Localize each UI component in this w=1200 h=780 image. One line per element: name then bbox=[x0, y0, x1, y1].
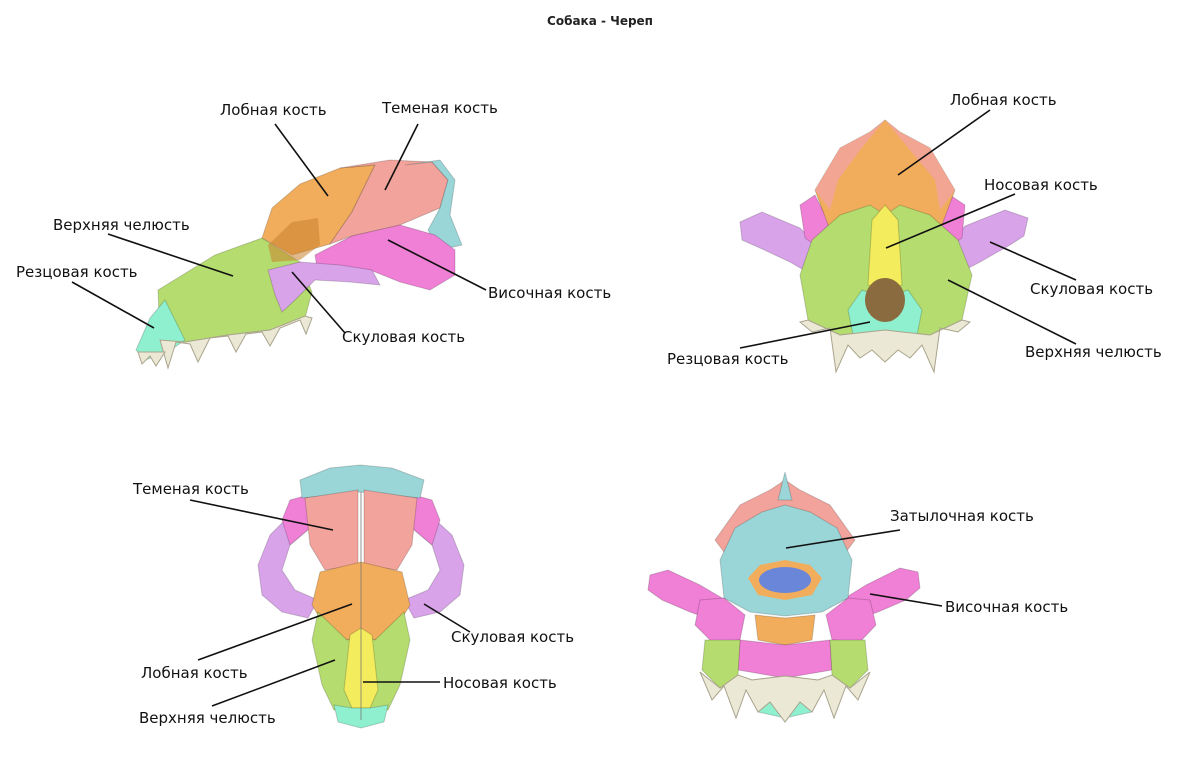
label-lateral-incisive: Резцовая кость bbox=[16, 263, 138, 281]
leader-dorsal-frontal bbox=[197, 603, 353, 661]
label-front-zygomatic: Скуловая кость bbox=[1030, 280, 1154, 298]
lateral-orbit bbox=[268, 218, 320, 262]
leader-front-frontal bbox=[897, 109, 991, 176]
caudal-view-skull bbox=[647, 471, 921, 723]
leader-front-incisive bbox=[739, 321, 871, 349]
leader-dorsal-parietal bbox=[189, 499, 334, 531]
label-front-maxilla: Верхняя челюсть bbox=[1025, 343, 1162, 361]
leader-lateral-temporal bbox=[387, 239, 487, 291]
label-caudal-temporal: Височная кость bbox=[945, 598, 1069, 616]
caudal-inner-palate bbox=[754, 614, 816, 646]
leader-lateral-zygomatic bbox=[291, 271, 346, 334]
label-lateral-temporal: Височная кость bbox=[488, 284, 612, 302]
caudal-teeth bbox=[699, 671, 871, 723]
caudal-occipital-crest bbox=[777, 471, 793, 501]
dorsal-zygomatic-left bbox=[257, 514, 319, 619]
lateral-teeth bbox=[159, 315, 313, 370]
label-lateral-zygomatic: Скуловая кость bbox=[342, 328, 466, 346]
front-nasal-bone bbox=[867, 204, 903, 291]
front-nasal-cavity bbox=[865, 278, 905, 322]
dorsal-occipital-bone bbox=[299, 464, 425, 499]
leader-lateral-parietal bbox=[384, 123, 419, 191]
leader-lateral-incisive bbox=[71, 281, 155, 329]
leader-front-zygomatic bbox=[989, 241, 1077, 281]
diagram-title: Собака - Череп bbox=[547, 14, 653, 28]
dorsal-parietal-right bbox=[363, 489, 418, 571]
leader-lateral-frontal bbox=[274, 123, 329, 197]
leader-lines bbox=[71, 109, 1077, 707]
leader-caudal-occipital bbox=[785, 529, 901, 549]
frontal-view-skull bbox=[739, 119, 1029, 374]
front-parietal-rim bbox=[815, 120, 955, 210]
lateral-incisor-teeth bbox=[137, 351, 166, 367]
label-dorsal-zygomatic: Скуловая кость bbox=[451, 628, 575, 646]
caudal-foramen-inner bbox=[759, 567, 811, 593]
label-caudal-occipital: Затылочная кость bbox=[890, 507, 1034, 525]
label-lateral-maxilla: Верхняя челюсть bbox=[53, 216, 190, 234]
caudal-pink-base bbox=[737, 639, 833, 679]
label-dorsal-maxilla: Верхняя челюсть bbox=[139, 709, 276, 727]
leader-caudal-temporal bbox=[869, 593, 943, 607]
label-dorsal-frontal: Лобная кость bbox=[141, 664, 248, 682]
dorsal-view-skull bbox=[257, 464, 465, 729]
lateral-zygomatic-bone bbox=[267, 261, 381, 313]
label-lateral-frontal: Лобная кость bbox=[220, 101, 327, 119]
label-dorsal-nasal: Носовая кость bbox=[443, 674, 557, 692]
label-lateral-parietal: Теменая кость bbox=[382, 99, 498, 117]
label-front-nasal: Носовая кость bbox=[984, 176, 1098, 194]
leader-dorsal-maxilla bbox=[211, 659, 336, 707]
leader-dorsal-zygomatic bbox=[423, 603, 471, 633]
lateral-view-skull bbox=[135, 159, 463, 370]
leader-front-maxilla bbox=[947, 279, 1077, 345]
leader-front-nasal bbox=[885, 193, 1016, 249]
leader-lateral-maxilla bbox=[107, 233, 234, 277]
dorsal-zygomatic-right bbox=[403, 514, 465, 619]
label-dorsal-parietal: Теменая кость bbox=[133, 480, 249, 498]
label-front-incisive: Резцовая кость bbox=[667, 350, 789, 368]
front-teeth bbox=[798, 319, 972, 374]
label-front-frontal: Лобная кость bbox=[950, 91, 1057, 109]
